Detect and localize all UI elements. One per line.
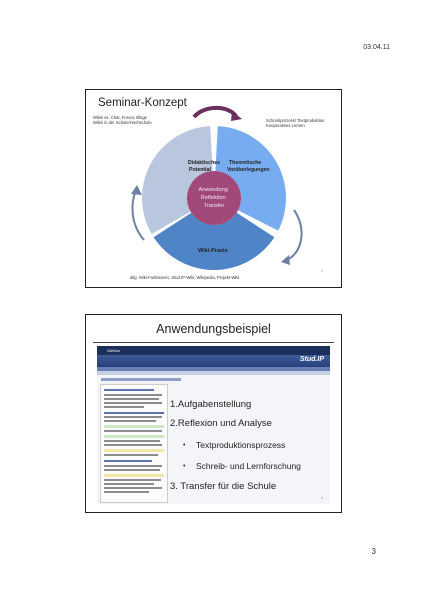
note-top-right-line: Kooperatives Lernen (266, 123, 305, 129)
arrow-top (192, 105, 238, 119)
screenshot-header (97, 355, 330, 367)
panel-line (104, 460, 152, 462)
panel-line (104, 420, 156, 422)
panel-line (104, 454, 158, 456)
panel-line (104, 491, 149, 493)
note-top-left-line: Wikis vs. Chat, Forum, Blogs (93, 115, 147, 120)
center-label: Reflektion (201, 195, 226, 201)
list-subitem-textproduktion: Textproduktionsprozess (196, 440, 286, 450)
list-item-aufgabenstellung: 1.Aufgabenstellung (170, 399, 252, 410)
segment-theorie-label: Theoretische (229, 160, 261, 166)
segment-didaktik-label: Didaktisches (188, 160, 220, 166)
panel-line (104, 444, 162, 446)
screenshot-subnav (97, 371, 330, 375)
panel-line (104, 402, 162, 404)
bullet-icon: • (183, 442, 186, 449)
panel-line (104, 416, 162, 418)
list-item-transfer: 3. Transfer für die Schule (170, 481, 277, 492)
bullet-icon: • (183, 463, 186, 470)
arrow-right (285, 209, 303, 261)
screenshot-section-header (101, 378, 181, 381)
panel-line (104, 483, 154, 485)
center-circle (187, 171, 241, 225)
panel-highlight (104, 425, 164, 428)
center-label: Transfer (204, 203, 225, 209)
screenshot-wiki-panel (100, 384, 168, 503)
slide-seminar-konzept: Seminar-Konzept Wikis vs. Chat, Forum, B… (85, 89, 342, 288)
panel-line (104, 430, 162, 432)
segment-theorie-label: Vorüberlegungen (227, 167, 270, 173)
panel-line (104, 479, 161, 481)
concept-diagram: Didaktisches Potential Theoretische Vorü… (131, 105, 303, 270)
segment-theorie (215, 126, 286, 231)
panel-line (104, 394, 162, 396)
slide2-title: Anwendungsbeispiel (156, 322, 271, 336)
panel-line (104, 469, 160, 471)
screenshot-topbar (97, 346, 330, 355)
arrow-right-head (281, 255, 290, 265)
arrow-left-head (131, 185, 142, 195)
page-number: 3 (371, 547, 376, 556)
list-item-reflexion: 2.Reflexion und Analyse (170, 418, 272, 429)
panel-line (104, 389, 154, 391)
panel-line (104, 465, 162, 467)
panel-line (104, 406, 144, 408)
panel-line (104, 398, 159, 400)
segment-praxis (153, 212, 275, 270)
slide1-number: 1 (320, 268, 323, 273)
slide2-number: 4 (320, 495, 323, 500)
page-date: 03.04.11 (363, 44, 390, 51)
slide-anwendungsbeispiel: Anwendungsbeispiel Gießen Stud.IP (85, 314, 342, 513)
svg-text:Didaktisches Potential: Didaktisches Potential (188, 160, 221, 173)
center-label: Anwendung (198, 187, 228, 193)
panel-line (104, 487, 162, 489)
segment-praxis-label: Wiki-Praxis (198, 248, 228, 254)
note-top-left: Wikis vs. Chat, Forum, Blogs Wikis in de… (93, 115, 152, 126)
svg-text:Anwendung Reflektion: Anwendung Reflektion Transfer (198, 187, 229, 209)
screenshot-brand: Stud.IP (299, 356, 324, 363)
panel-highlight (104, 474, 164, 477)
segment-didaktik-label: Potential (189, 167, 211, 173)
studip-screenshot: Gießen Stud.IP (97, 346, 330, 504)
slide1-title: Seminar-Konzept (98, 97, 187, 109)
note-bottom: allg. Wiki-Funktionen, Stud.IP-Wiki, Wik… (130, 275, 240, 280)
svg-text:Theoretische Vorüberlegu: Theoretische Vorüberlegungen (227, 160, 270, 173)
note-top-right: Schreibprozess/ Textproduktion Kooperati… (266, 118, 324, 129)
screenshot-site-label: Gießen (107, 348, 121, 353)
segment-didaktik (142, 126, 213, 234)
panel-highlight (104, 449, 164, 452)
note-top-left-line: Wikis in der Schule/Hochschule (93, 120, 152, 126)
panel-line (104, 440, 160, 442)
note-top-right-line: Schreibprozess/ Textproduktion (266, 118, 325, 123)
panel-highlight (104, 435, 164, 438)
screenshot-nav (97, 367, 330, 371)
arrow-top-head (231, 111, 242, 121)
list-subitem-schreibforschung: Schreib- und Lernforschung (196, 461, 301, 471)
title-divider (93, 342, 334, 343)
panel-line (104, 412, 164, 414)
